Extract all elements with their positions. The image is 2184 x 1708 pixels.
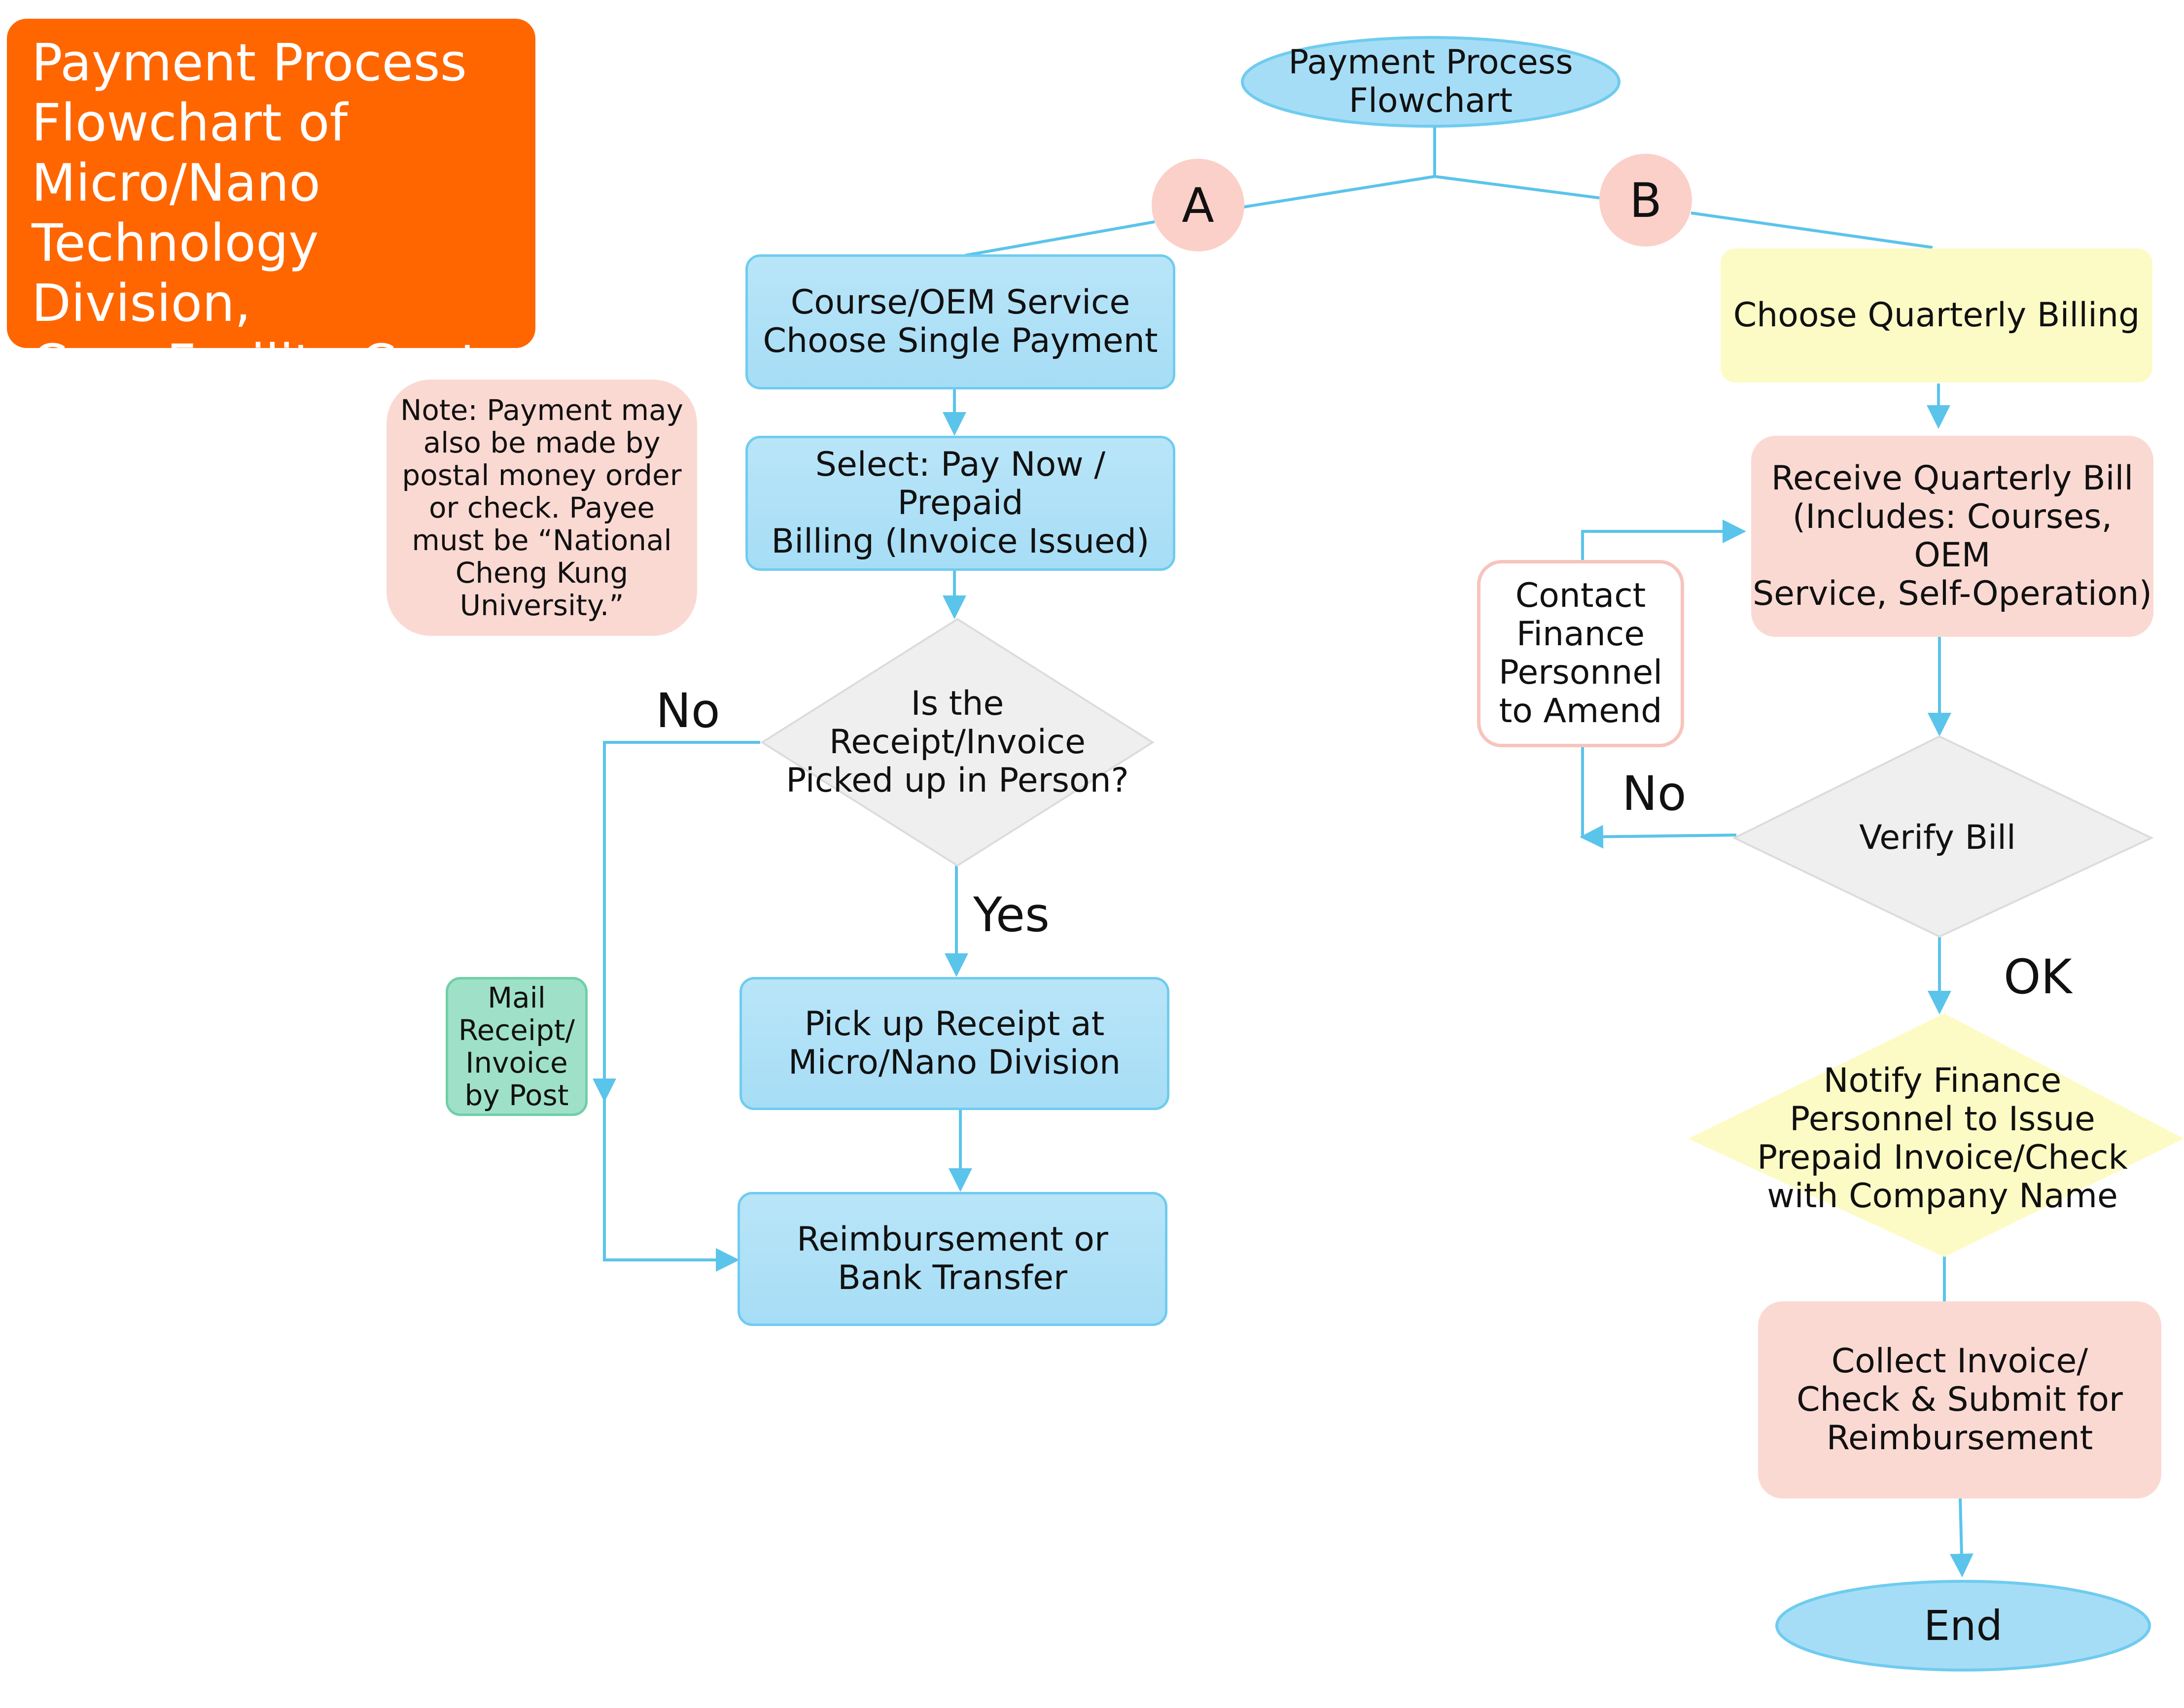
decision-b-shape <box>1732 735 2154 938</box>
end-node-shape <box>1775 1580 2151 1672</box>
marker-a-shape <box>1152 159 1244 251</box>
connector-start-to-b <box>1434 175 1602 200</box>
b-no-label: No <box>1622 766 1687 821</box>
start-node-shape <box>1241 36 1620 128</box>
a-mail-by-post: Mail Receipt/ Invoice by Post <box>446 977 588 1116</box>
b-step2-receive-bill: Receive Quarterly Bill (Includes: Course… <box>1751 436 2153 637</box>
a-decision-label: Is the Receipt/Invoice Picked up in Pers… <box>786 684 1129 800</box>
connector-start-to-a <box>1243 175 1435 209</box>
page-title: Payment Process Flowchart of Micro/Nano … <box>7 19 535 393</box>
connector-b-to-step1 <box>1691 211 1933 249</box>
start-node-label: Payment Process Flowchart <box>1288 43 1573 120</box>
a-step1-course-oem: Course/OEM Service Choose Single Payment <box>745 254 1175 389</box>
b-notify-finance: Notify Finance Personnel to Issue Prepai… <box>1757 1061 2128 1216</box>
payment-note: Note: Payment may also be made by postal… <box>387 380 697 636</box>
marker-b: B <box>1629 173 1662 228</box>
arrow-a-no-to-final <box>603 1099 740 1272</box>
a-no-label: No <box>656 683 720 738</box>
connector-a-to-step1 <box>965 220 1155 257</box>
b-collect-invoice: Collect Invoice/ Check & Submit for Reim… <box>1758 1301 2161 1499</box>
arrow-b-decision-no-line <box>1580 825 1737 849</box>
b-decision-label: Verify Bill <box>1859 818 2016 857</box>
notify-shape <box>1688 1013 2184 1257</box>
arrow-b-collect-to-end <box>1949 1498 1973 1577</box>
a-reimbursement: Reimbursement or Bank Transfer <box>738 1192 1167 1326</box>
arrow-a-decision-no-line <box>593 741 760 1102</box>
end-node-label: End <box>1924 1602 2003 1650</box>
a-step2-pay-now: Select: Pay Now / Prepaid Billing (Invoi… <box>745 436 1175 571</box>
b-step1-quarterly: Choose Quarterly Billing <box>1721 248 2152 383</box>
decision-a-shape <box>760 618 1155 867</box>
a-yes-label: Yes <box>973 887 1050 942</box>
marker-b-shape <box>1599 154 1692 246</box>
marker-a: A <box>1182 178 1214 233</box>
a-pickup-receipt: Pick up Receipt at Micro/Nano Division <box>740 977 1169 1110</box>
b-contact-finance: Contact Finance Personnel to Amend <box>1477 560 1684 747</box>
b-ok-label: OK <box>2004 949 2072 1005</box>
